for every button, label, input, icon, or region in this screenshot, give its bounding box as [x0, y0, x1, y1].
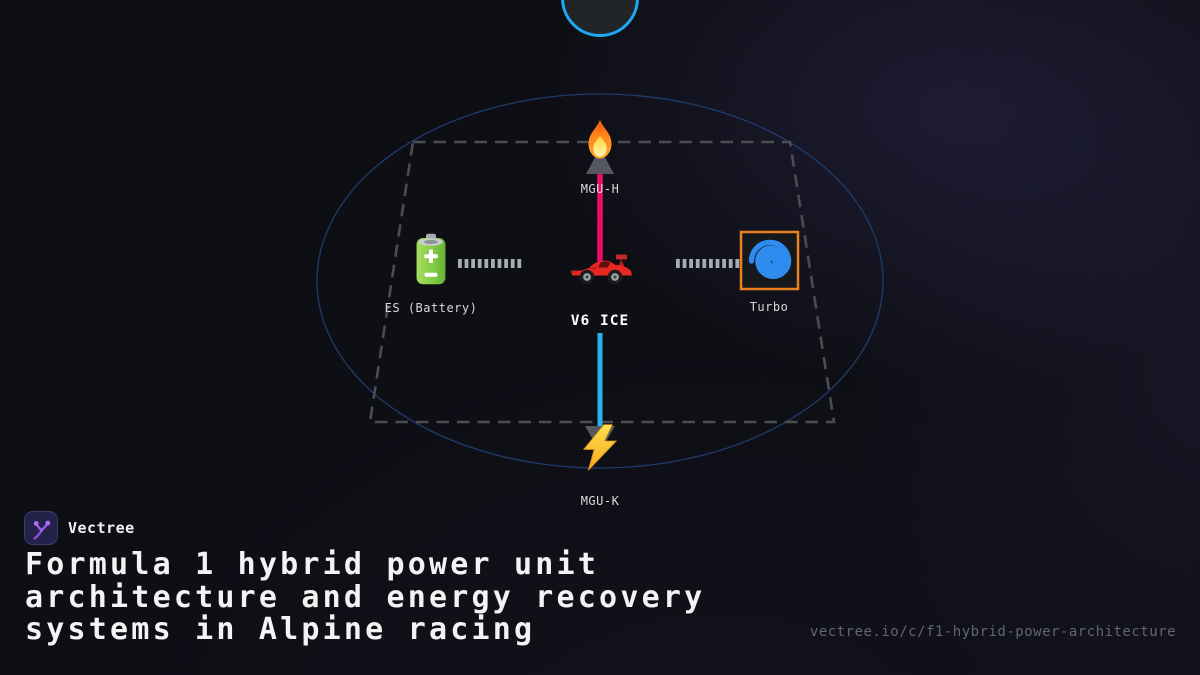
cyclone-icon: [748, 239, 792, 279]
node-label-es-battery: ES (Battery): [384, 301, 478, 315]
page-url: vectree.io/c/f1-hybrid-power-architectur…: [809, 624, 1176, 640]
node-label-mgu-k: MGU-K: [580, 494, 620, 508]
fire-icon: [588, 119, 612, 159]
node-label-v6-ice: V6 ICE: [570, 313, 630, 329]
brand-logo: [24, 511, 58, 545]
arrow-up-icon: [586, 148, 614, 174]
brand-name: Vectree: [68, 519, 135, 537]
top-circle: [561, 0, 639, 37]
racing-car-icon: [571, 254, 632, 285]
node-label-mgu-h: MGU-H: [580, 182, 620, 196]
node-label-turbo: Turbo: [749, 300, 789, 314]
vectree-branch-icon: [33, 520, 51, 540]
battery-icon: [416, 233, 446, 285]
page-title: Formula 1 hybrid power unit architecture…: [25, 547, 706, 647]
orbit-ellipse: [316, 93, 884, 469]
boundary-trapezoid: [368, 140, 836, 424]
lightning-icon: [582, 424, 618, 471]
